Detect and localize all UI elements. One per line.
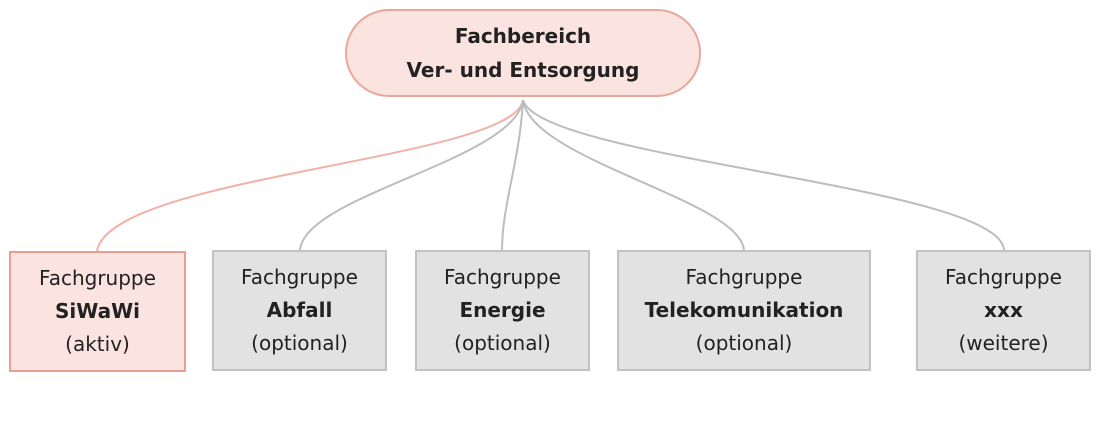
root-title-line2: Ver- und Entsorgung: [406, 58, 640, 82]
root-node-fachbereich: Fachbereich Ver- und Entsorgung: [345, 9, 701, 97]
group-name: Telekomunikation: [644, 298, 844, 322]
connector-xxx: [522, 99, 1005, 251]
group-node-abfall: Fachgruppe Abfall (optional): [212, 250, 387, 371]
group-status: (weitere): [958, 331, 1049, 355]
connector-abfall: [299, 99, 524, 251]
group-name: Energie: [459, 298, 546, 322]
group-name: Abfall: [266, 298, 333, 322]
group-node-xxx: Fachgruppe xxx (weitere): [916, 250, 1091, 371]
group-node-siwawi: Fachgruppe SiWaWi (aktiv): [9, 251, 186, 372]
connector-siwawi: [96, 99, 524, 252]
group-prefix: Fachgruppe: [39, 266, 156, 290]
group-status: (aktiv): [65, 332, 130, 356]
group-status: (optional): [454, 331, 551, 355]
group-prefix: Fachgruppe: [444, 265, 561, 289]
group-name: xxx: [984, 298, 1023, 322]
group-node-telekomunikation: Fachgruppe Telekomunikation (optional): [617, 250, 871, 371]
group-status: (optional): [695, 331, 793, 355]
group-prefix: Fachgruppe: [241, 265, 358, 289]
root-title-line1: Fachbereich: [454, 24, 592, 48]
connector-telekomunikation: [522, 99, 745, 251]
connector-energie: [501, 99, 524, 251]
group-name: SiWaWi: [54, 299, 141, 323]
group-status: (optional): [251, 331, 348, 355]
group-prefix: Fachgruppe: [945, 265, 1062, 289]
group-node-energie: Fachgruppe Energie (optional): [415, 250, 590, 371]
group-prefix: Fachgruppe: [685, 265, 803, 289]
